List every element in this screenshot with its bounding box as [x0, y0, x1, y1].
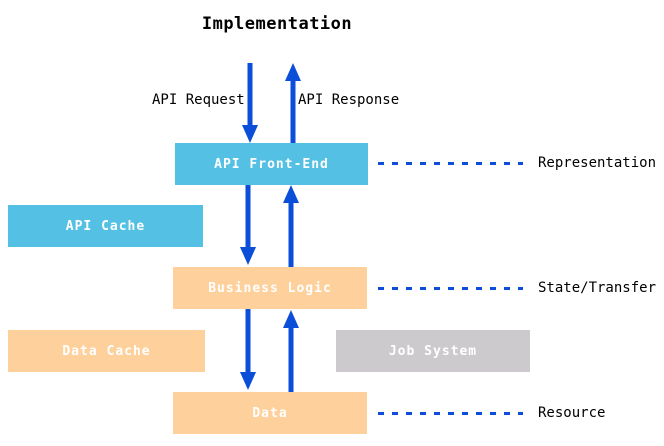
data-to-logic-arrow	[283, 310, 299, 392]
layer-label-state-transfer: State/Transfer	[538, 280, 657, 296]
arrow-line	[288, 201, 294, 267]
arrow-head-down-icon	[240, 247, 256, 265]
logic-to-data-arrow	[240, 309, 256, 390]
box-api-front-end: API Front-End	[175, 143, 368, 185]
diagram-title: Implementation	[201, 14, 353, 34]
arrow-head-down-icon	[240, 372, 256, 390]
dashed-line-state-transfer	[378, 287, 523, 290]
box-api-cache: API Cache	[8, 205, 203, 247]
box-job-system: Job System	[336, 330, 530, 372]
layer-label-representation: Representation	[538, 155, 657, 171]
arrow-head-up-icon	[283, 185, 299, 203]
arrow-line	[245, 309, 251, 374]
arrow-line	[245, 185, 251, 249]
arrow-line	[290, 79, 296, 143]
arrow-head-up-icon	[285, 63, 301, 81]
api-request-arrow	[242, 63, 258, 143]
arrow-line	[247, 63, 253, 127]
layer-label-resource: Resource	[538, 405, 606, 421]
api-response-label: API Response	[298, 92, 400, 108]
logic-to-front-end-arrow	[283, 185, 299, 267]
arrow-line	[288, 326, 294, 392]
box-data-cache: Data Cache	[8, 330, 205, 372]
front-end-to-logic-arrow	[240, 185, 256, 265]
dashed-line-resource	[378, 412, 523, 415]
arrow-head-down-icon	[242, 125, 258, 143]
api-request-label: API Request	[152, 92, 245, 108]
api-response-arrow	[285, 63, 301, 143]
arrow-head-up-icon	[283, 310, 299, 328]
box-data: Data	[173, 392, 367, 434]
box-business-logic: Business Logic	[173, 267, 367, 309]
dashed-line-representation	[378, 162, 523, 165]
